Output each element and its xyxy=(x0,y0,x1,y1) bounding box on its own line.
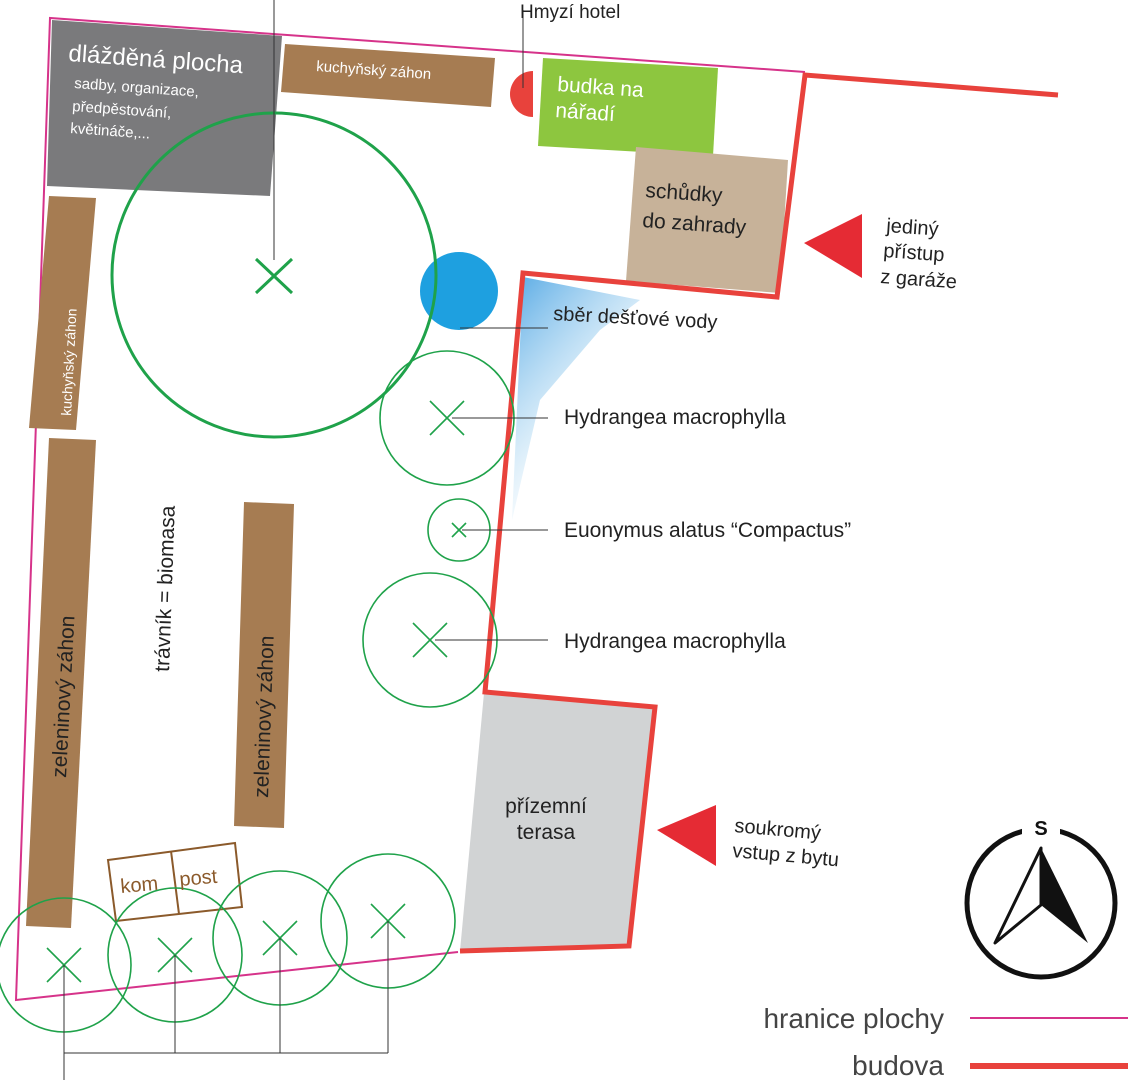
insect-hotel-shape xyxy=(510,71,533,117)
compass-label: S xyxy=(1034,818,1047,840)
veg-bed-mid-label: zeleninový záhon xyxy=(250,635,279,798)
paved-area-line3: květináče,... xyxy=(70,120,151,143)
garage-access-line1: jediný xyxy=(885,215,940,241)
compost-box xyxy=(106,841,244,923)
private-entry-line1: soukromý xyxy=(734,815,822,844)
tree-large-cross-icon xyxy=(254,257,294,295)
tool-shed-line2: nářadí xyxy=(555,99,616,126)
vegetable-bed-middle xyxy=(234,502,294,828)
garage-access-line3: z garáže xyxy=(880,266,958,293)
plant-label-1: Hydrangea macrophylla xyxy=(564,406,786,429)
plant-label-2: Euonymus alatus “Compactus” xyxy=(564,519,851,542)
compost-label-1: kom xyxy=(120,873,160,898)
insect-hotel-label: Hmyzí hotel xyxy=(520,2,620,23)
compass-icon xyxy=(964,815,1118,980)
steps-line1: schůdky xyxy=(645,179,724,207)
lawn-label: trávník = biomasa xyxy=(151,505,180,672)
private-entry-arrow-icon xyxy=(657,805,716,866)
legend-building-label: budova xyxy=(852,1050,944,1080)
plant-label-3: Hydrangea macrophylla xyxy=(564,630,786,653)
garage-access-arrow-icon xyxy=(804,214,862,278)
tool-shed xyxy=(538,58,718,156)
paved-area-line2: předpěstování, xyxy=(72,98,172,122)
kitchen-bed-top xyxy=(281,44,495,107)
compost-label-2: post xyxy=(179,866,219,891)
label-pointers xyxy=(435,10,548,641)
rainwater-gradient xyxy=(512,277,640,520)
ground-terrace xyxy=(460,693,655,951)
building-outline xyxy=(459,72,1059,954)
kitchen-bed-left-label: kuchyňský záhon xyxy=(58,308,80,416)
legend-boundary-label: hranice plochy xyxy=(763,1003,944,1034)
paved-area xyxy=(47,20,282,196)
shrub-row-bracket xyxy=(63,921,389,1080)
rain-barrel xyxy=(420,252,498,330)
terrace-line1: přízemní xyxy=(505,795,587,818)
garden-steps xyxy=(626,147,788,293)
vegetable-bed-left xyxy=(26,438,96,928)
garage-access-line2: přístup xyxy=(883,240,946,266)
private-entry-line2: vstup z bytu xyxy=(732,840,840,871)
kitchen-bed-left xyxy=(29,196,96,430)
site-boundary xyxy=(14,16,806,1002)
compost-divider xyxy=(170,850,180,915)
terrace-line2: terasa xyxy=(517,821,576,844)
